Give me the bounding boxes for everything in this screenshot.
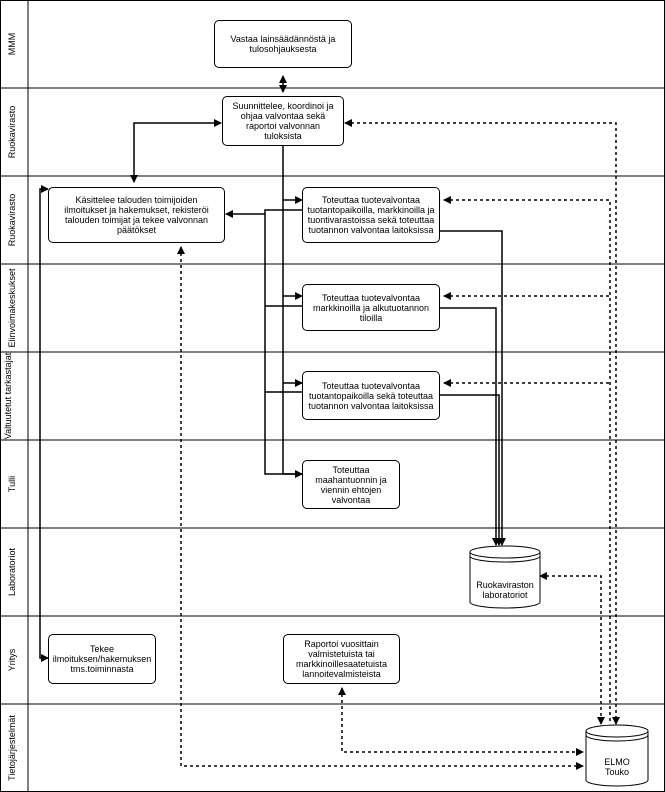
node-ruoka-perform: Toteuttaa tuotevalvontaa tuotantopaikoil…: [302, 187, 440, 243]
edge-valtuutetut-lab: [440, 394, 503, 546]
node-yritys-notify: Tekee ilmoituksen/hakemuksen tms.toiminn…: [48, 634, 156, 684]
lane-label-tietojarjestelmat: Tietojärjestelmät: [7, 715, 17, 781]
lane-label-valtuutetut-tarkastajat: Valtuutetut tarkastajat: [3, 352, 13, 439]
edge-handle-yritys: [39, 185, 49, 662]
edge-coord-handle: [130, 119, 222, 183]
lane-label-tulli: Tulli: [7, 476, 17, 492]
lane-label-laboratoriot: Laboratoriot: [7, 547, 17, 596]
node-mmm: Vastaa lainsäädännöstä ja tulosohjaukses…: [214, 20, 352, 68]
solid-connectors: [39, 75, 506, 662]
edge-ruoka-perform-elmo: [443, 196, 611, 724]
lane-label-ruokavirasto-1: Ruokavirasto: [7, 106, 17, 159]
lane-label-elinvoimakeskukset: Elinvoimakeskukset: [7, 268, 17, 348]
edge-report-elmo: [338, 687, 584, 756]
database-lab: [469, 545, 541, 609]
database-lab-label: Ruokaviraston laboratoriot: [476, 580, 534, 600]
node-ruoka-coord: Suunnittelee, koordinoi ja ohjaa valvont…: [222, 96, 344, 146]
lane-label-ruokavirasto-2: Ruokavirasto: [7, 194, 17, 247]
edge-handle-elmo: [177, 246, 584, 770]
node-elinvoima: Toteuttaa tuotevalvontaa markkinoilla ja…: [302, 284, 440, 331]
edge-lab-elmo: [539, 572, 605, 725]
node-valtuutetut: Toteuttaa tuotevalvontaa tuotantopaikoil…: [302, 371, 440, 420]
node-tulli: Toteuttaa maahantuonnin ja viennin ehtoj…: [302, 460, 400, 509]
lane-label-yritys: Yritys: [7, 648, 17, 671]
edge-coord-trunk: [282, 146, 303, 478]
lane-label-mmm: MMM: [7, 33, 17, 56]
edge-coord-elmo: [344, 119, 620, 725]
edge-ruoka-lab: [440, 230, 506, 546]
node-ruoka-handle: Käsittelee talouden toimijoiden ilmoituk…: [48, 187, 225, 243]
dashed-connectors: [177, 119, 620, 770]
node-yritys-report: Raportoi vuosittain valmistetuista tai m…: [283, 634, 400, 684]
database-elmo-label: ELMO Touko: [604, 757, 630, 777]
edge-elinvoima-lab: [440, 307, 500, 546]
database-elmo: [585, 724, 649, 787]
